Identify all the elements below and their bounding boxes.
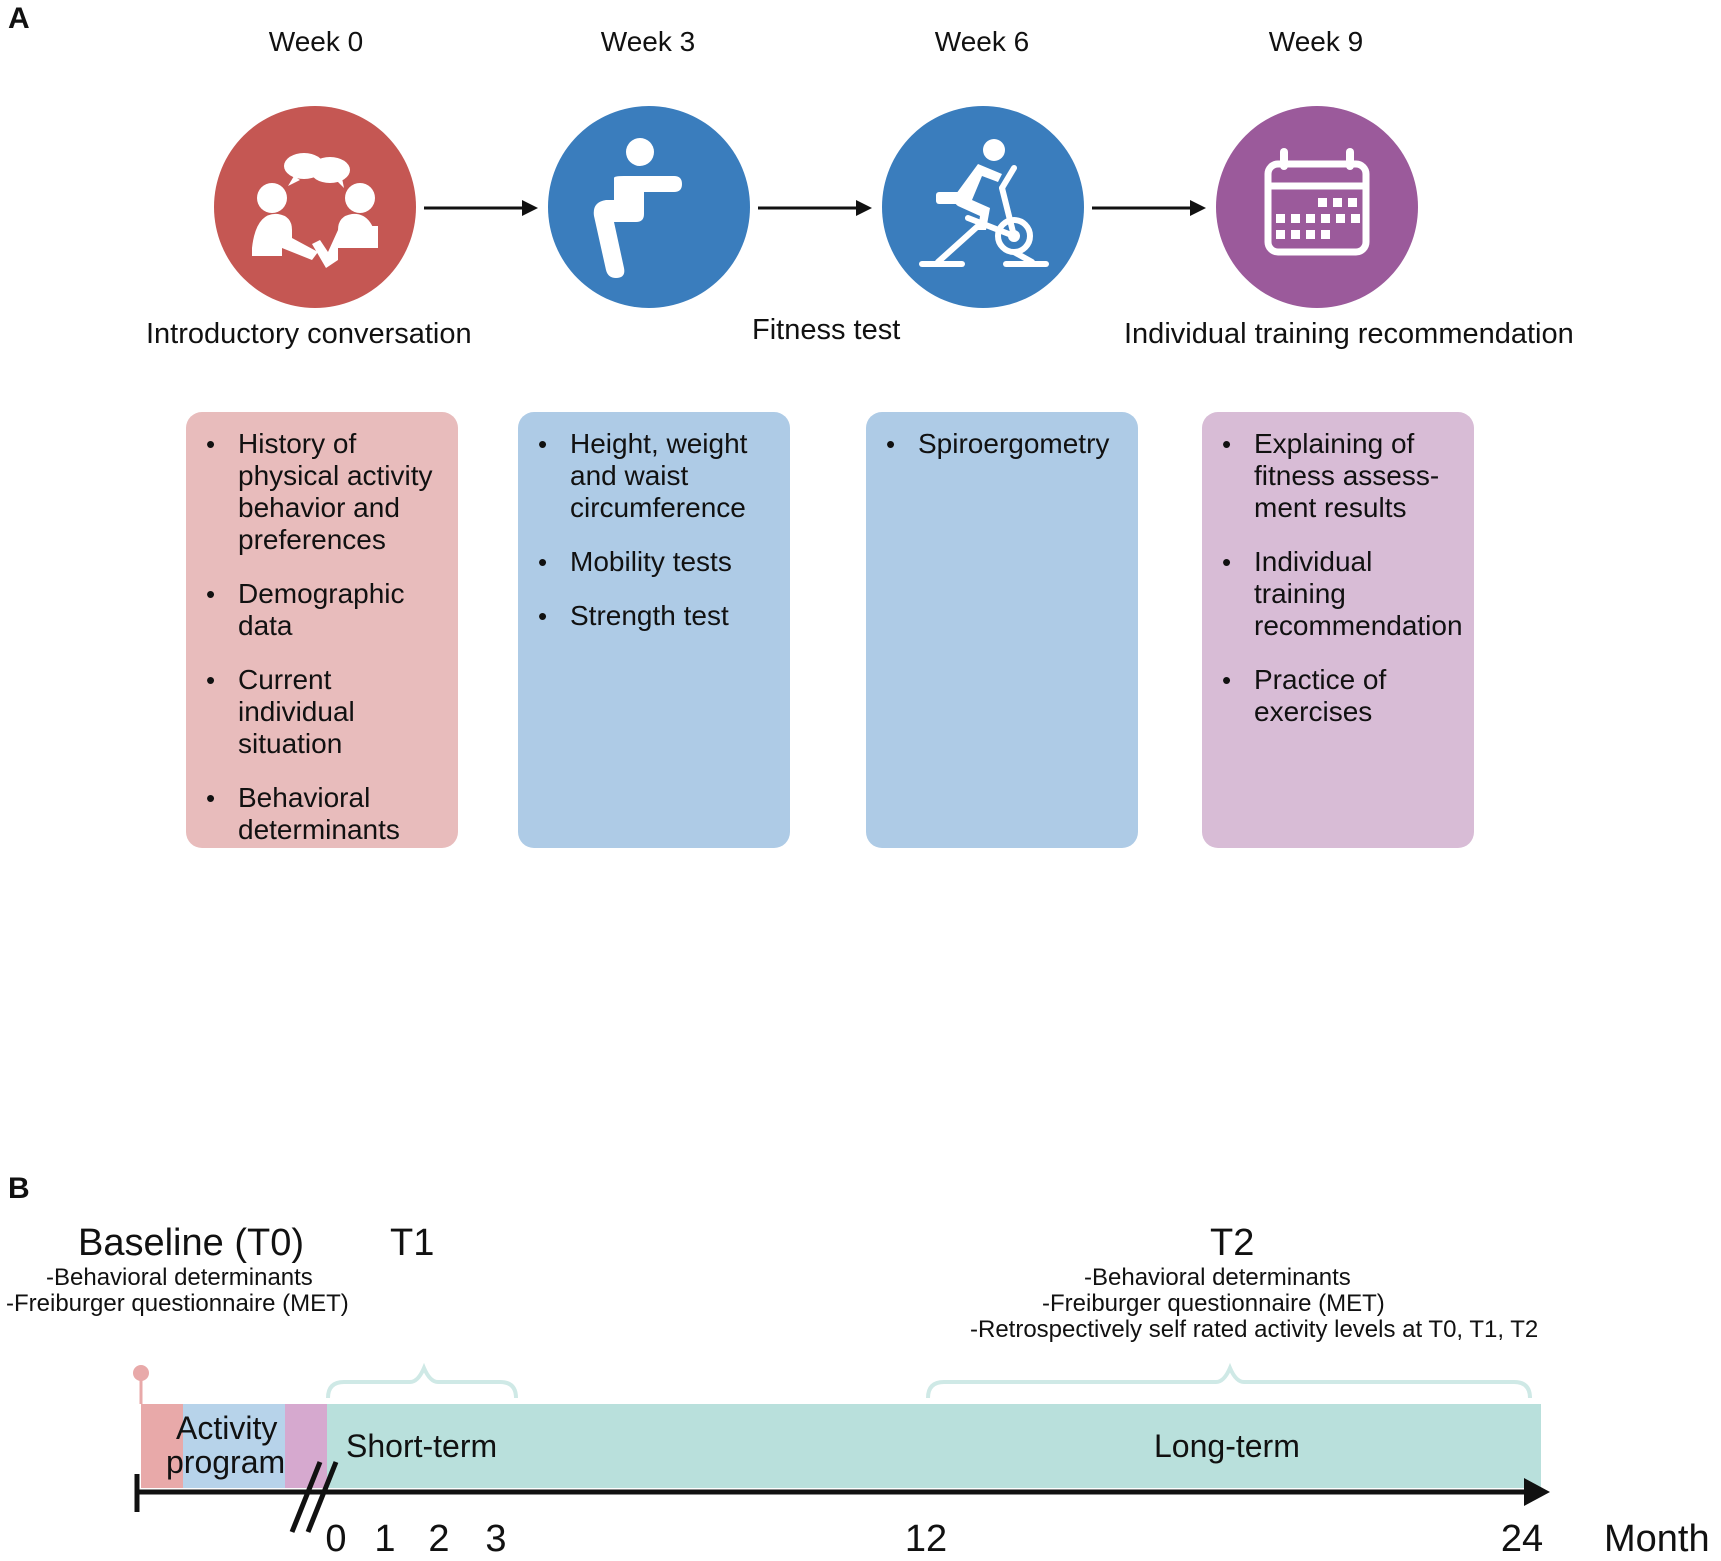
week-0-segment — [141, 1404, 183, 1488]
baseline-item: -Freiburger questionnaire (MET) — [6, 1290, 349, 1317]
baseline-title: Baseline (T0) — [78, 1222, 304, 1264]
t1-title: T1 — [390, 1222, 435, 1264]
fitness-test-label: Fitness test — [752, 314, 901, 346]
list-item: Explaining of fitness assess-ment result… — [1216, 428, 1464, 524]
panel-a-label: A — [8, 2, 30, 35]
bike-step-circle — [882, 106, 1084, 308]
month-tick: 0 — [325, 1518, 347, 1560]
flow-arrow — [1092, 200, 1206, 216]
month-tick: 12 — [904, 1518, 948, 1560]
start-marker — [133, 1365, 149, 1381]
list-item: Strength test — [532, 600, 780, 632]
squat-step-circle — [548, 106, 750, 308]
t2-item: -Retrospectively self rated activity lev… — [970, 1316, 1539, 1343]
list-item: Mobility tests — [532, 546, 780, 578]
week-6-label: Week 6 — [934, 26, 1030, 57]
axis-arrowhead — [1524, 1478, 1550, 1506]
training-recommendation-box: Explaining of fitness assess-ment result… — [1202, 412, 1474, 848]
activity-program-segment — [183, 1404, 285, 1488]
list-item: Practice of exercises — [1216, 664, 1464, 728]
fitness-test-box: Spiroergometry — [866, 412, 1138, 848]
week-9-label: Week 9 — [1268, 26, 1364, 57]
list-item: Individual training recommendation — [1216, 546, 1464, 642]
week-9-segment — [285, 1404, 327, 1488]
list-item: History of physical activity behavior an… — [200, 428, 448, 556]
list-item: Behavioral determinants — [200, 782, 448, 846]
long-term-brace — [926, 1362, 1532, 1399]
conversation-step-circle — [214, 106, 416, 308]
individual-training-recommendation-label: Individual training recommendation — [1124, 318, 1574, 350]
month-tick: 24 — [1500, 1518, 1544, 1560]
week-3-label: Week 3 — [600, 26, 696, 57]
follow-up-segment — [327, 1404, 1541, 1488]
baseline-item: -Behavioral determinants — [46, 1264, 313, 1291]
introductory-conversation-box: History of physical activity behavior an… — [186, 412, 458, 848]
short-term-brace — [326, 1362, 518, 1399]
calendar-step-circle — [1216, 106, 1418, 308]
long-term-label: Long-term — [1154, 1428, 1300, 1464]
exercise-bike-icon — [919, 139, 1049, 267]
introductory-conversation-label: Introductory conversation — [146, 318, 472, 350]
week-0-label: Week 0 — [268, 26, 364, 57]
flow-arrow — [424, 200, 538, 216]
conversation-icon — [252, 153, 378, 268]
t2-title: T2 — [1210, 1222, 1255, 1264]
list-item: Current individual situation — [200, 664, 448, 760]
month-tick: 3 — [485, 1518, 507, 1560]
t2-item: -Freiburger questionnaire (MET) — [1042, 1290, 1385, 1317]
activity-program-label: program — [166, 1444, 286, 1480]
activity-program-label: Activity — [176, 1410, 278, 1446]
month-tick: 2 — [428, 1518, 450, 1560]
timeline-graphic — [133, 1362, 1550, 1533]
squat-person-icon — [593, 138, 682, 278]
list-item: Spiroergometry — [880, 428, 1128, 460]
axis-label-month: Month — [1604, 1518, 1710, 1560]
list-item: Height, weight and waist circumference — [532, 428, 780, 524]
calendar-icon — [1264, 148, 1370, 256]
short-term-label: Short-term — [346, 1428, 498, 1464]
t2-item: -Behavioral determinants — [1084, 1264, 1351, 1291]
month-tick: 1 — [374, 1518, 396, 1560]
list-item: Demographic data — [200, 578, 448, 642]
panel-b-label: B — [8, 1172, 30, 1205]
week-3-measurements-box: Height, weight and waist circumference M… — [518, 412, 790, 848]
flow-arrow — [758, 200, 872, 216]
